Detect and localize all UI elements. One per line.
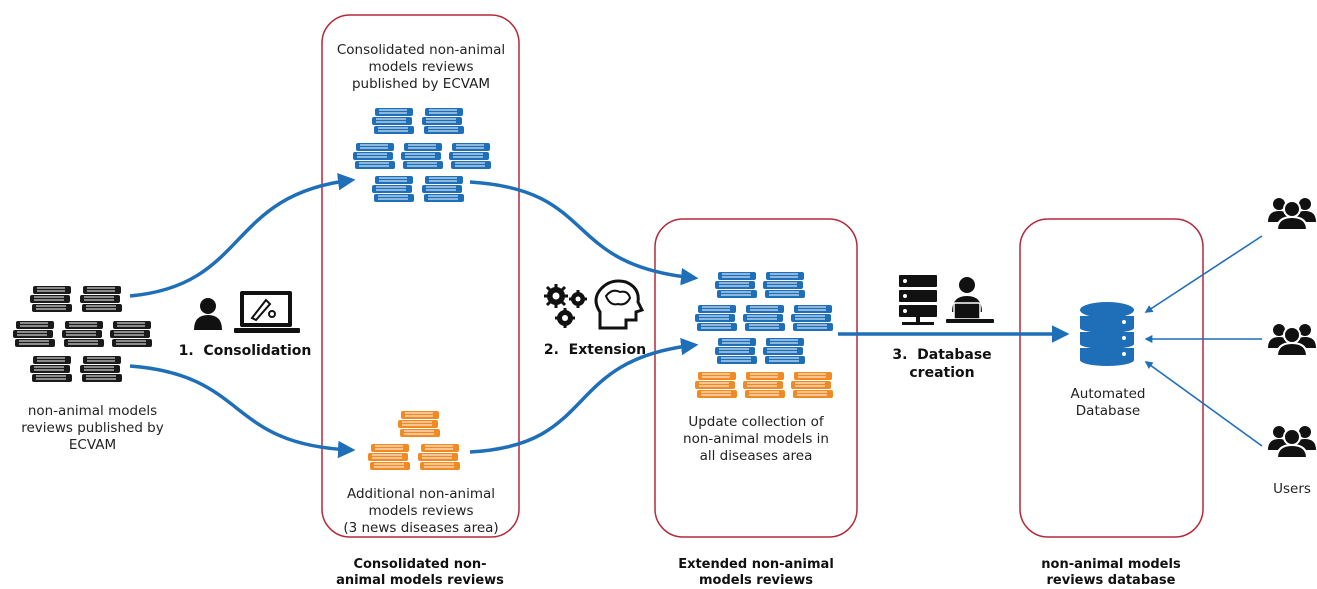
additional-books-icon xyxy=(367,410,461,471)
person-icon xyxy=(194,298,222,330)
box-database xyxy=(1019,218,1204,538)
additional-caption: Additional non-animal models reviews xyxy=(346,486,496,519)
source-caption: non-animal models reviews published by E… xyxy=(21,403,164,453)
stage-label-database: non-animal models reviews database xyxy=(1041,557,1181,588)
box-consolidated xyxy=(321,14,520,538)
extended-caption: Update collection of non-animal models i… xyxy=(683,414,829,464)
users-icon xyxy=(1267,425,1317,459)
step-title: Database creation xyxy=(909,347,992,381)
consolidated-top-caption: Consolidated non-animal models reviews p… xyxy=(336,42,506,92)
step-number: 2. xyxy=(543,342,559,358)
arrow-consolidated-to-extended xyxy=(469,180,699,286)
database-caption: Automated Database xyxy=(1070,386,1146,419)
brain-head-icon xyxy=(594,279,645,330)
arrow-additional-to-extended xyxy=(469,337,699,454)
step-title: Consolidation xyxy=(203,343,312,359)
arrow-to-consolidated xyxy=(129,172,356,298)
step-number: 1. xyxy=(178,343,194,359)
stage-label-consolidated: Consolidated non-animal models reviews xyxy=(336,557,504,588)
users-icon xyxy=(1267,323,1317,357)
arrow-to-additional xyxy=(129,364,356,459)
stage-label-extended: Extended non-animal models reviews xyxy=(678,557,834,588)
consolidated-books-icon xyxy=(352,107,492,203)
extended-books-icon xyxy=(694,271,834,399)
users-icon xyxy=(1267,197,1317,231)
users-label: Users xyxy=(1273,481,1311,497)
server-icon xyxy=(899,275,937,325)
box-extended xyxy=(654,218,858,538)
arrow-users-3 xyxy=(1144,361,1263,447)
step-database-creation: 3. Database creation xyxy=(882,346,1002,382)
arrow-users-1 xyxy=(1144,235,1263,313)
step-consolidation: 1. Consolidation xyxy=(170,342,320,360)
person-at-laptop-icon xyxy=(946,277,994,323)
laptop-edit-icon xyxy=(234,291,300,333)
step-number: 3. xyxy=(892,347,908,363)
consolidated-bottom-caption: Additional non-animal models reviews (3 … xyxy=(325,486,517,537)
gears-icon xyxy=(544,284,587,328)
step-title: Extension xyxy=(568,342,647,358)
step-extension: 2. Extension xyxy=(530,341,660,359)
additional-caption-note: (3 news diseases area) xyxy=(343,520,499,536)
database-icon xyxy=(1080,302,1134,366)
